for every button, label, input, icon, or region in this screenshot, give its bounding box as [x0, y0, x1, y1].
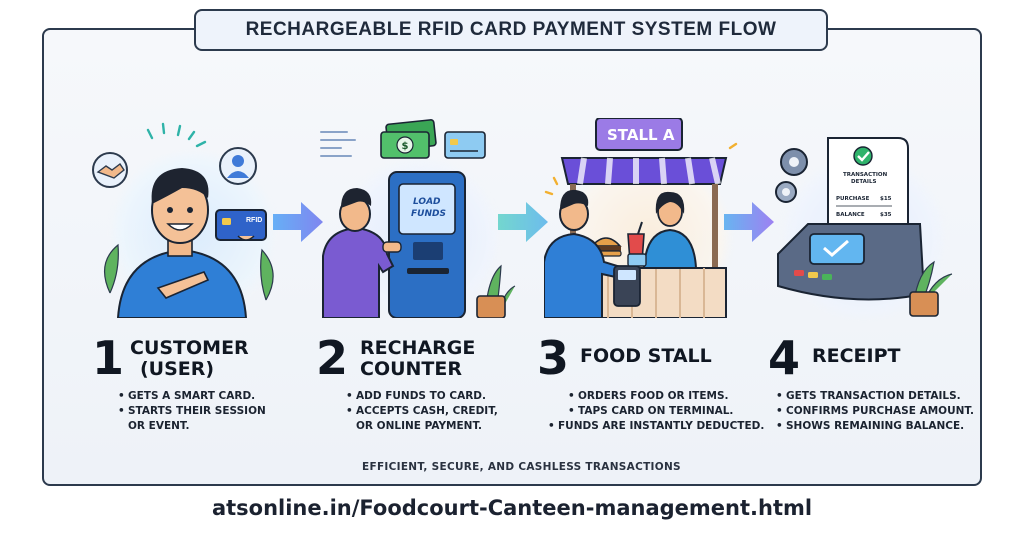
bullet-item: ACCEPTS CASH, CREDIT, [346, 404, 498, 419]
bullet-item: ADD FUNDS TO CARD. [346, 389, 498, 404]
step-1-illustration: RFID [88, 118, 288, 318]
receipt-title-line-2: DETAILS [851, 179, 876, 185]
flow-arrow-1 [273, 202, 323, 242]
bullet-item: OR ONLINE PAYMENT. [356, 420, 483, 432]
customer-figure [544, 189, 626, 318]
footer-tagline: EFFICIENT, SECURE, AND CASHLESS TRANSACT… [362, 461, 681, 473]
step-1-bullets: GETS A SMART CARD. STARTS THEIR SESSION … [118, 389, 266, 434]
rfid-card-label: RFID [246, 217, 262, 224]
receipt-row-value: $15 [880, 196, 892, 202]
card-terminal [613, 253, 647, 307]
handshake-icon [92, 152, 128, 188]
customer-figure [116, 168, 248, 318]
step-3-heading: FOOD STALL [580, 345, 712, 367]
gear-icon [775, 148, 808, 203]
step-2-bullets: ADD FUNDS TO CARD. ACCEPTS CASH, CREDIT,… [346, 389, 498, 434]
bullet-item: OR EVENT. [128, 420, 190, 432]
step-3-bullets: ORDERS FOOD OR ITEMS. TAPS CARD ON TERMI… [548, 389, 764, 434]
bullet-item: SHOWS REMAINING BALANCE. [776, 419, 974, 434]
diagram-title: RECHARGEABLE RFID CARD PAYMENT SYSTEM FL… [194, 9, 828, 51]
receipt-paper: TRANSACTION DETAILS PURCHASE $15 BALANCE… [827, 137, 909, 249]
step-3-illustration: STALL A [544, 118, 744, 318]
kiosk-screen-line-1: LOAD [413, 197, 441, 207]
vendor-figure [642, 191, 698, 269]
step-2-illustration: $ LOAD FUNDS [317, 118, 517, 318]
pos-terminal [777, 223, 926, 301]
stall-sign-text: STALL A [607, 126, 675, 144]
stall-sign: STALL A [595, 118, 683, 151]
step-3-number: 3 [537, 331, 570, 385]
receipt-row-value: $35 [880, 212, 892, 218]
receipt-title-line-1: TRANSACTION [843, 172, 888, 178]
source-url[interactable]: atsonline.in/Foodcourt-Canteen-managemen… [211, 496, 813, 520]
receipt-row-label: BALANCE [836, 212, 865, 218]
bullet-item: STARTS THEIR SESSION [118, 404, 266, 419]
step-4-number: 4 [768, 331, 801, 385]
step-2-number: 2 [316, 331, 349, 385]
credit-card-icon [444, 131, 486, 159]
bullet-item: GETS TRANSACTION DETAILS. [776, 389, 974, 404]
flow-arrow-3 [724, 202, 774, 242]
bullet-item: FUNDS ARE INSTANTLY DEDUCTED. [548, 419, 764, 434]
bullet-item: GETS A SMART CARD. [118, 389, 266, 404]
bullet-item: ORDERS FOOD OR ITEMS. [568, 389, 764, 404]
bullet-item: TAPS CARD ON TERMINAL. [568, 404, 764, 419]
cash-bills-icon: $ [380, 119, 437, 159]
user-avatar-icon [219, 147, 257, 185]
step-4-illustration: TRANSACTION DETAILS PURCHASE $15 BALANCE… [764, 118, 964, 318]
kiosk-machine: LOAD FUNDS [388, 171, 466, 318]
kiosk-screen-line-2: FUNDS [411, 209, 446, 219]
rfid-card: RFID [215, 209, 267, 241]
bullet-item: CONFIRMS PURCHASE AMOUNT. [776, 404, 974, 419]
cashier-customer-figure [322, 188, 402, 318]
flow-arrow-2 [498, 202, 548, 242]
step-1-heading: CUSTOMER(USER) [130, 337, 249, 380]
bill-symbol: $ [402, 141, 409, 152]
step-4-bullets: GETS TRANSACTION DETAILS. CONFIRMS PURCH… [776, 389, 974, 434]
step-4-heading: RECEIPT [812, 345, 901, 367]
receipt-row-label: PURCHASE [836, 196, 870, 202]
step-1-number: 1 [92, 331, 125, 385]
